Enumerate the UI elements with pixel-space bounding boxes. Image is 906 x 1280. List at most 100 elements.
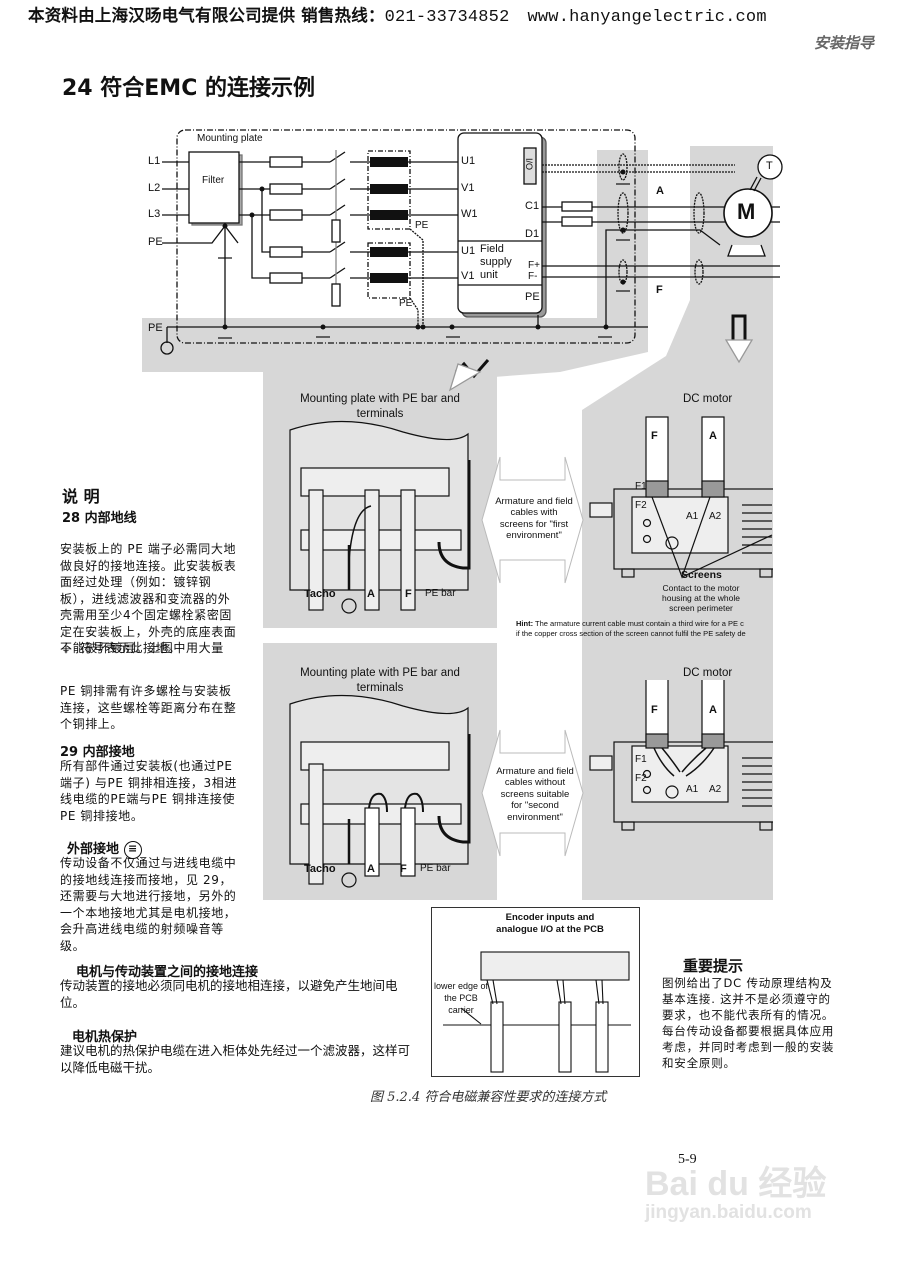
pe-bar-label-2: PE bar xyxy=(420,863,451,874)
a-label-2: A xyxy=(367,863,375,875)
hint-text-2: if the copper cross section of the scree… xyxy=(516,629,746,638)
line-l2-label: L2 xyxy=(148,182,161,194)
dc-motor-drawing-1 xyxy=(589,416,773,579)
a-label-1: A xyxy=(367,588,375,600)
plate-title-2: Mounting plate with PE bar and terminals xyxy=(300,667,460,694)
motor-ground-title: 电机与传动装置之间的接地连接 xyxy=(76,965,259,980)
page-number: 5-9 xyxy=(678,1152,697,1167)
terminal-v1: V1 xyxy=(461,182,475,194)
encoder-title: Encoder inputs and analogue I/O at the P… xyxy=(496,912,604,935)
screens-title: Screens xyxy=(681,569,722,581)
terminal-c1: C1 xyxy=(525,200,540,212)
tacho-symbol xyxy=(757,154,783,180)
thermal-text: 建议电机的热保护电缆在进入柜体处先经过一个滤波器，这样可以降低电磁干扰。 xyxy=(60,1043,411,1075)
section-tag: 安装指导 xyxy=(813,34,874,52)
hint-note: Hint: The armature current cable must co… xyxy=(516,619,773,639)
motor-a-cable-2: A xyxy=(709,704,717,716)
armature-cable-label: A xyxy=(656,185,664,197)
double-arrow-2 xyxy=(481,729,584,857)
mounting-plate-border xyxy=(176,129,636,344)
terminal-f2-2: F2 xyxy=(635,773,647,784)
watermark-brand: Bai du 经验 xyxy=(645,1165,827,1203)
thermal-title: 电机热保护 xyxy=(72,1030,138,1045)
dc-motor-title-2: DC motor xyxy=(683,667,733,679)
terminal-a1-2: A1 xyxy=(686,784,699,795)
hint-label: Hint: xyxy=(516,619,534,628)
filter-label: Filter xyxy=(202,175,225,186)
io-label: I/O xyxy=(524,157,535,171)
tacho-label-1: Tacho xyxy=(304,588,336,600)
terminal-u1: U1 xyxy=(461,155,476,167)
terminal-f2-1: F2 xyxy=(635,500,647,511)
terminal-a2-1: A2 xyxy=(709,511,722,522)
line-l1-label: L1 xyxy=(148,155,161,167)
pe-reactor-label: PE xyxy=(415,220,429,231)
field-terminal-v1: V1 xyxy=(461,270,475,282)
tacho-label-2: Tacho xyxy=(304,863,336,875)
field-terminal-u1: U1 xyxy=(461,245,476,257)
external-ground-text: 传动设备不仅通过与进线电缆中的接地线连接而接地，见 29，还需要与大地进行接地，… xyxy=(60,856,237,953)
pe-earth-label: PE xyxy=(148,322,163,334)
pe-reactor2-label: PE xyxy=(399,298,413,309)
terminal-w1: W1 xyxy=(461,208,478,220)
external-ground-title: 外部接地 ≡ xyxy=(67,838,142,859)
motor-f-cable-2: F xyxy=(651,704,658,716)
watermark-url: jingyan.baidu.com xyxy=(645,1202,812,1223)
website-link[interactable]: www.hanyangelectric.com xyxy=(527,8,767,27)
section-28-symbol-line: ⏚符号表示此接地。 xyxy=(60,641,181,655)
important-title: 重要提示 xyxy=(683,957,744,975)
section-29-title: 29 内部接地 xyxy=(60,745,135,760)
notes-heading: 说 明 xyxy=(62,487,100,506)
field-fminus: F- xyxy=(528,271,538,282)
important-text: 图例给出了DC 传动原理结构及基本连接. 这并不是必须遵守的要求，也不能代表所有… xyxy=(662,976,835,1070)
drive-pe-label: PE xyxy=(525,291,540,303)
plate-title-1: Mounting plate with PE bar and terminals xyxy=(300,393,460,420)
field-supply-label: Field supply unit xyxy=(480,243,512,281)
pcb-edge-label: lower edge of the PCB carrier xyxy=(433,981,489,1015)
section-28-text: 安装板上的 PE 端子必需同大地做良好的接地连接。此安装板表面经过处理（例如：镀… xyxy=(60,542,237,655)
pe-bar-label-1: PE bar xyxy=(425,588,456,599)
page-header: 本资料由上海汉旸电气有限公司提供 销售热线：021-33734852 www.ha… xyxy=(28,2,767,27)
hint-text-1: The armature current cable must contain … xyxy=(535,619,744,628)
section-28-title: 28 内部地线 xyxy=(62,511,137,526)
field-fplus: F+ xyxy=(528,260,540,271)
dc-motor-drawing-2 xyxy=(589,680,773,831)
mounting-plate-label: Mounting plate xyxy=(197,133,263,144)
terminal-f1-1: F1 xyxy=(635,481,647,492)
phone-number: 021-33734852 xyxy=(384,8,510,27)
motor-f-cable-1: F xyxy=(651,430,658,442)
motor-symbol xyxy=(723,188,773,238)
motor-label: M xyxy=(737,199,756,224)
mounting-plate-drawing-1 xyxy=(289,420,471,614)
company-line: 本资料由上海汉旸电气有限公司提供 销售热线： xyxy=(28,6,385,25)
figure-caption: 图 5.2.4 符合电磁兼容性要求的连接方式 xyxy=(370,1090,607,1105)
field-cable-label: F xyxy=(656,284,663,296)
tacho-label: T xyxy=(766,160,773,172)
screens-text: Contact to the motor housing at the whol… xyxy=(662,583,740,614)
encoder-drawing xyxy=(443,951,631,1073)
filter-box xyxy=(188,151,240,224)
terminal-d1: D1 xyxy=(525,228,540,240)
terminal-a1-1: A1 xyxy=(686,511,699,522)
f-label-1: F xyxy=(405,588,412,600)
dc-motor-title-1: DC motor xyxy=(683,393,733,405)
protective-earth-icon: ≡ xyxy=(123,840,142,859)
arrow-text-2: Armature and field cables without screen… xyxy=(496,766,574,823)
pe-bar-text: PE 铜排需有许多螺栓与安装板连接，这些螺栓等距离分布在整个铜排上。 xyxy=(60,684,237,731)
arrow-text-1: Armature and field cables with screens f… xyxy=(495,496,573,542)
ground-icon: ⏚ xyxy=(60,641,73,655)
terminal-a2-2: A2 xyxy=(709,784,722,795)
baidu-watermark: Bai du 经验 jingyan.baidu.com xyxy=(645,1160,826,1224)
line-l3-label: L3 xyxy=(148,208,161,220)
terminal-f1-2: F1 xyxy=(635,754,647,765)
motor-ground-text: 传动装置的接地必须同电机的接地相连接，以避免产生地间电位。 xyxy=(60,978,398,1010)
page-title: 24 符合EMC 的连接示例 xyxy=(62,76,316,101)
f-label-2: F xyxy=(400,863,407,875)
double-arrow-1 xyxy=(481,456,584,584)
drive-box xyxy=(457,132,543,314)
section-29-text: 所有部件通过安装板(也通过PE端子) 与PE 铜排相连接，3相进线电缆的PE端与… xyxy=(60,759,237,823)
line-pe-label: PE xyxy=(148,236,163,248)
motor-a-cable-1: A xyxy=(709,430,717,442)
mounting-plate-drawing-2 xyxy=(289,694,471,888)
